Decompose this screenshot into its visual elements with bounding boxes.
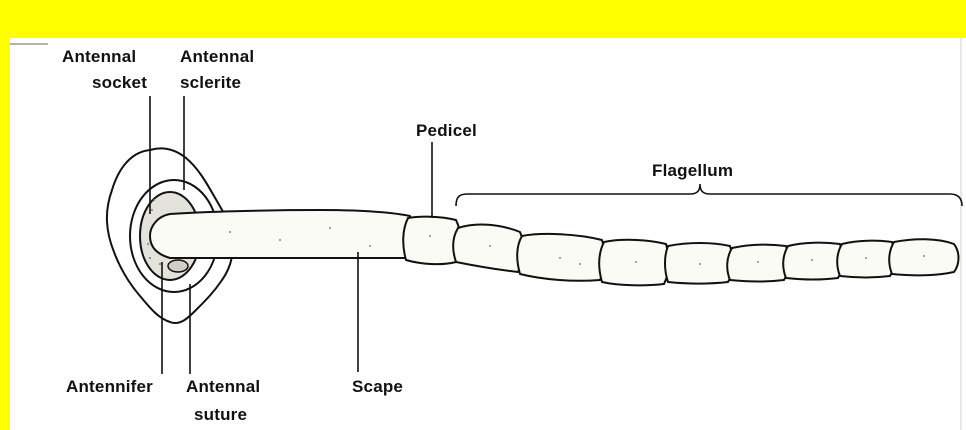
- scape-segment: [150, 210, 412, 258]
- label-antennal-sclerite-line2: sclerite: [180, 73, 241, 92]
- flagellomere-5: [727, 245, 789, 282]
- label-antennal-socket-line2: socket: [92, 73, 147, 92]
- flagellum-bracket: [456, 184, 962, 206]
- label-scape: Scape: [352, 377, 403, 396]
- label-antennifer: Antennifer: [66, 377, 153, 396]
- flagellomere-4: [665, 243, 733, 284]
- label-antennal-sclerite-line1: Antennal: [180, 47, 254, 66]
- flagellomere-6: [783, 243, 843, 280]
- antennifer: [168, 260, 188, 272]
- flagellomere-7: [837, 241, 895, 278]
- flagellomere-8: [889, 239, 958, 275]
- flagellomere-3: [599, 240, 669, 285]
- label-antennal-socket-line1: Antennal: [62, 47, 136, 66]
- label-pedicel: Pedicel: [416, 121, 477, 140]
- flagellomere-1: [453, 225, 523, 272]
- label-antennal-suture-line1: Antennal: [186, 377, 260, 396]
- label-flagellum: Flagellum: [652, 161, 733, 180]
- flagellomere-2: [517, 234, 605, 281]
- label-antennal-suture-line2: suture: [194, 405, 247, 424]
- pedicel-segment: [403, 217, 460, 264]
